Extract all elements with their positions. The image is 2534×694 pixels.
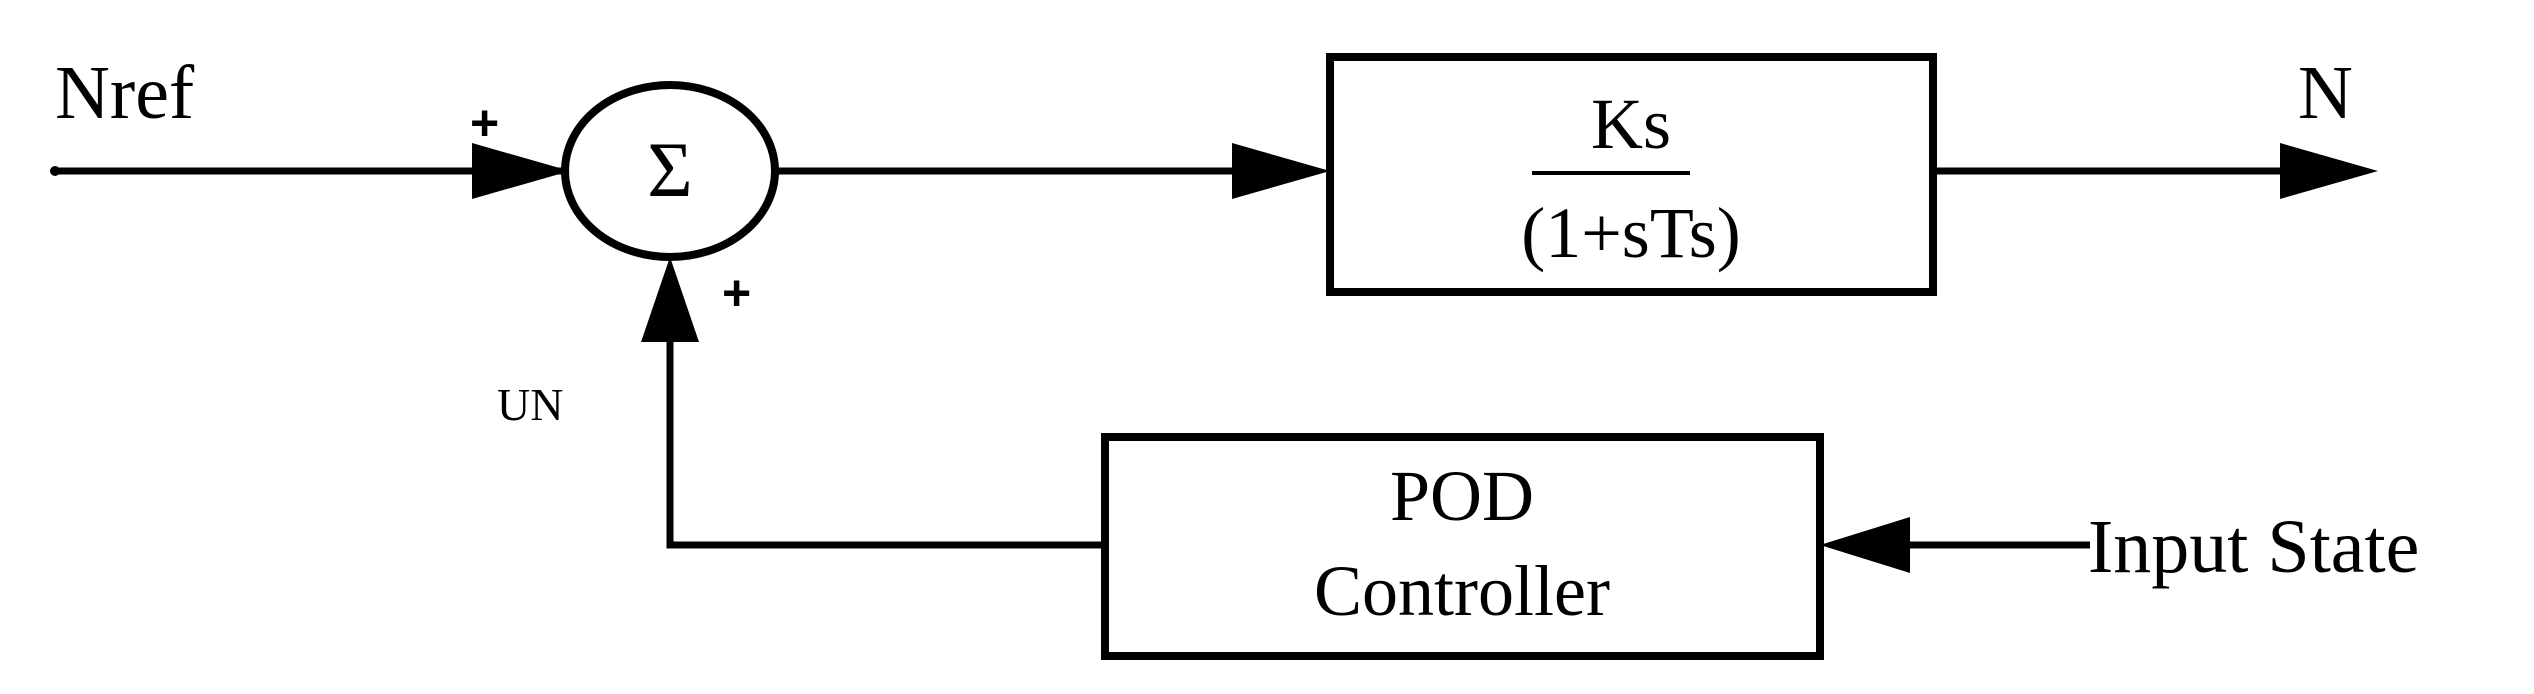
plant-block: Ks (1+sTs) [1326, 53, 1937, 296]
output-signal-line [1933, 143, 2378, 199]
output-signal-label: N [2298, 51, 2353, 135]
input-arrowhead [472, 143, 570, 199]
input-signal-line [50, 143, 570, 199]
feedback-signal-line [641, 257, 1105, 549]
controller-label-line2: Controller [1314, 551, 1610, 631]
plus-sign-top: + [470, 95, 499, 151]
output-arrowhead [2280, 143, 2378, 199]
state-input-line [1820, 517, 2090, 573]
summing-junction: Σ [561, 81, 779, 261]
input-signal-label: Nref [55, 51, 195, 135]
junction-to-plant-line [775, 143, 1330, 199]
feedback-arrowhead [641, 257, 699, 342]
plant-numerator: Ks [1591, 84, 1671, 164]
controller-block: POD Controller [1101, 433, 1824, 660]
controller-label-line1: POD [1390, 456, 1534, 536]
plus-sign-bottom: + [722, 265, 751, 321]
state-input-label: Input State [2088, 505, 2419, 589]
feedback-signal-label: UN [497, 379, 563, 430]
plant-input-arrowhead [1232, 143, 1330, 199]
state-input-arrowhead [1820, 517, 1910, 573]
sigma-symbol: Σ [647, 126, 692, 213]
plant-denominator: (1+sTs) [1521, 193, 1741, 273]
